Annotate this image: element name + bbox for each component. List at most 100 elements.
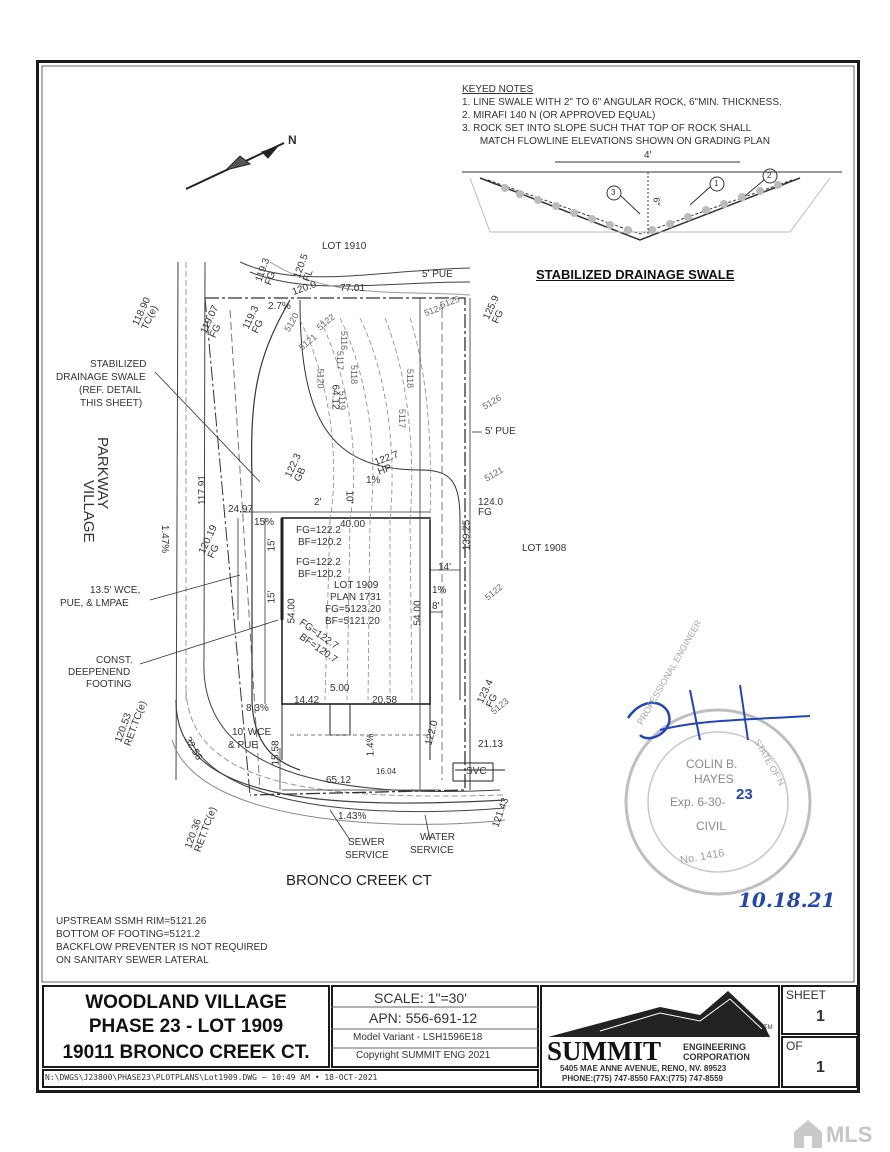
file-path: N:\DWGS\J23800\PHASE23\PLOTPLANS\Lot1909… (45, 1073, 378, 1082)
wce10-note-1: 10' WCE (232, 727, 272, 738)
company-address: 5405 MAE ANNE AVENUE, RENO, NV. 89523 (560, 1064, 727, 1073)
file-path-box (42, 1069, 539, 1088)
dim-65-12: 65.12 (326, 775, 352, 786)
slope-1-top: 1% (366, 475, 381, 486)
lot-number-label: LOT 1909 (334, 580, 379, 591)
dimension-lines (237, 298, 471, 791)
water-service-2: SERVICE (410, 845, 454, 856)
svc-label: SVC (466, 766, 487, 777)
dim-8: 8' (432, 601, 440, 612)
leader-lines (139, 371, 482, 841)
dim-14-42: 14.42 (294, 695, 320, 706)
grade-bf-120-2-b: BF=120.2 (298, 569, 342, 580)
street-bronco-creek: BRONCO CREEK CT (286, 872, 432, 889)
footing-note-2: DEEPENEND (68, 667, 131, 678)
title-block: WOODLAND VILLAGE PHASE 23 - LOT 1909 190… (42, 985, 858, 1088)
project-line-3: 19011 BRONCO CREEK CT. (62, 1042, 310, 1063)
callout-2: 2 (767, 171, 772, 180)
north-label: N (288, 133, 297, 147)
lot-1908-label: LOT 1908 (522, 543, 567, 554)
lot-boundary (204, 297, 466, 796)
grade-124-0-fg: 124.0 FG (478, 497, 504, 518)
wce10-note-2: & PUE (228, 740, 259, 751)
dim-2: 2' (314, 497, 322, 508)
keyed-note-3-cont: MATCH FLOWLINE ELEVATIONS SHOWN ON GRADI… (466, 136, 770, 147)
keyed-note-1: 1. LINE SWALE WITH 2" TO 6" ANGULAR ROCK… (462, 97, 782, 108)
keyed-notes-heading: KEYED NOTES (462, 84, 534, 95)
bottom-footing-label: BF=5121.20 (325, 616, 380, 627)
sheet-number: 1 (816, 1008, 825, 1025)
grade-fg-122-2: FG=122.2 (296, 525, 341, 536)
swale-note-3: (REF. DETAIL (79, 385, 142, 396)
dim-16-04: 16.04 (376, 767, 397, 776)
sewer-service-2: SERVICE (345, 850, 389, 861)
swale-width-label: 4' (644, 150, 652, 161)
contour-lines (299, 317, 432, 701)
mls-watermark: MLS (826, 1122, 873, 1147)
note-bottom-footing: BOTTOM OF FOOTING=5121.2 (56, 929, 201, 940)
slope-2-7: 2.7% (268, 301, 291, 312)
sheet-box (781, 985, 858, 1035)
seal-name-line2: HAYES (694, 772, 734, 786)
scale-box (331, 985, 539, 1068)
wce-note-1: 13.5' WCE, (90, 585, 141, 596)
grade-bf-120-2: BF=120.2 (298, 537, 342, 548)
slope-1-43: 1.43% (338, 811, 367, 822)
plan-number-label: PLAN 1731 (330, 592, 382, 603)
note-upstream-ssmh: UPSTREAM SSMH RIM=5121.26 (56, 916, 207, 927)
sheet-label: SHEET (786, 988, 827, 1002)
copyright-label: Copyright SUMMIT ENG 2021 (356, 1050, 491, 1061)
company-phone: PHONE:(775) 747-8550 FAX:(775) 747-8559 (562, 1074, 723, 1083)
slope-8-3: 8.3% (246, 703, 269, 714)
company-sub2: CORPORATION (683, 1052, 750, 1062)
dim-24-97: 24.97 (228, 504, 254, 515)
grade-fg-122-2-b: FG=122.2 (296, 557, 341, 568)
seal-civil: CIVIL (696, 819, 727, 833)
keyed-note-3: 3. ROCK SET INTO SLOPE SUCH THAT TOP OF … (462, 123, 752, 134)
of-label: OF (786, 1039, 803, 1053)
dim-21-13: 21.13 (478, 739, 504, 750)
swale-note-2: DRAINAGE SWALE (56, 372, 146, 383)
callout-3: 3 (611, 188, 616, 197)
footing-note-1: CONST. (96, 655, 133, 666)
swale-note-1: STABILIZED (90, 359, 147, 370)
keyed-note-2: 2. MIRAFI 140 N (OR APPROVED EQUAL) (462, 110, 656, 121)
of-box (781, 1036, 858, 1088)
dim-5-00: 5.00 (330, 683, 350, 694)
of-number: 1 (816, 1059, 825, 1076)
mls-watermark-icon (794, 1120, 822, 1148)
callout-1: 1 (714, 179, 719, 188)
project-box (42, 985, 330, 1068)
apn-label: APN: 556-691-12 (369, 1010, 478, 1026)
company-name: SUMMIT (547, 1036, 661, 1066)
seal-exp: Exp. 6-30- (670, 795, 726, 809)
dim-77-01: 77.01 (340, 283, 366, 294)
note-sanitary-lateral: ON SANITARY SEWER LATERAL (56, 955, 209, 966)
seal-exp-year: 23 (736, 786, 753, 803)
model-label: Model Variant - LSH1596E18 (353, 1032, 483, 1043)
dim-14: 14' (438, 562, 452, 573)
project-line-1: WOODLAND VILLAGE (85, 992, 287, 1013)
lot-1910-label: LOT 1910 (322, 241, 367, 252)
swale-detail (462, 161, 842, 241)
pue-top-label: 5' PUE (422, 269, 453, 280)
company-logo-mountains (548, 991, 770, 1037)
note-backflow: BACKFLOW PREVENTER IS NOT REQUIRED (56, 942, 268, 953)
drainage-swale-line (251, 299, 301, 771)
company-sub1: ENGINEERING (683, 1042, 747, 1052)
wce-note-2: PUE, & LMPAE (60, 598, 129, 609)
slope-1-right: 1% (432, 585, 447, 596)
water-service-1: WATER (420, 832, 455, 843)
pue-right-label: 5' PUE (485, 426, 516, 437)
dim-40-00: 40.00 (340, 519, 366, 530)
scale-label: SCALE: 1"=30' (374, 990, 467, 1006)
finish-grade-label: FG=5123.20 (325, 604, 381, 615)
company-tm: TM (764, 1025, 773, 1031)
signature-date: 10.18.21 (738, 888, 836, 912)
north-arrow (185, 142, 285, 190)
company-box (540, 985, 780, 1088)
slope-15: 15% (254, 517, 275, 528)
swale-detail-title: STABILIZED DRAINAGE SWALE (536, 267, 735, 282)
